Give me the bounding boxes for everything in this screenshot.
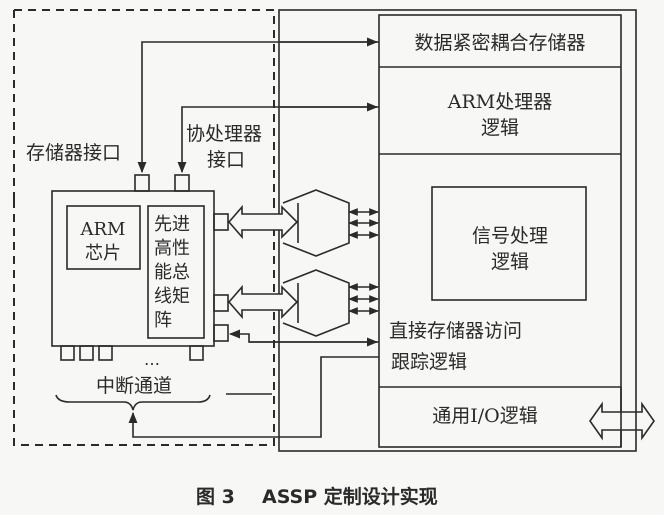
gpio-label: 通用I/O逻辑 bbox=[432, 405, 537, 427]
ahb-matrix-line-2: 高性 bbox=[154, 238, 190, 259]
bus-port-1 bbox=[213, 213, 229, 231]
arm-core-box bbox=[66, 205, 141, 270]
coprocessor-interface-label-2: 接口 bbox=[207, 149, 245, 171]
signal-processing-box bbox=[431, 186, 587, 301]
tcm-label: 数据紧密耦合存储器 bbox=[414, 32, 585, 54]
bus-double-arrow-1 bbox=[227, 204, 299, 240]
arm-chip-block bbox=[51, 190, 215, 347]
interrupt-feed-line bbox=[128, 356, 379, 438]
arm-logic-label-1: ARM处理器 bbox=[447, 91, 552, 113]
signal-processing-label-2: 逻辑 bbox=[491, 251, 529, 273]
interrupt-port-2 bbox=[79, 345, 94, 361]
ahb-matrix-box bbox=[147, 205, 205, 339]
coprocessor-interface-label-1: 协处理器 bbox=[186, 123, 262, 145]
arm-logic-label-2: 逻辑 bbox=[481, 117, 519, 139]
interrupt-ellipsis: … bbox=[144, 350, 160, 369]
figure-title: ASSP 定制设计实现 bbox=[262, 485, 438, 508]
interrupt-port-3 bbox=[98, 345, 113, 361]
trace-label: 跟踪逻辑 bbox=[391, 351, 467, 373]
bus-port-2 bbox=[213, 294, 229, 312]
bus-hub-2 bbox=[282, 269, 350, 337]
bus-double-arrow-2 bbox=[227, 284, 299, 320]
ahb-matrix-line-5: 阵 bbox=[154, 310, 172, 331]
interrupt-port-n bbox=[189, 345, 204, 361]
signal-processing-label-1: 信号处理 bbox=[472, 225, 548, 247]
arm-core-label-1: ARM bbox=[80, 219, 126, 240]
dashed-chip-region bbox=[14, 10, 274, 200]
memory-interface-label: 存储器接口 bbox=[26, 142, 121, 164]
gpio-double-arrow bbox=[589, 401, 655, 441]
interrupt-port-1 bbox=[60, 345, 75, 361]
dma-trace-line bbox=[228, 329, 379, 343]
interrupt-brace bbox=[55, 394, 211, 411]
dashed-boundary bbox=[13, 9, 275, 446]
arm-core-label-2: 芯片 bbox=[85, 243, 121, 264]
ahb-matrix-line-4: 线矩 bbox=[154, 286, 190, 307]
dma-label: 直接存储器访问 bbox=[389, 320, 522, 342]
coprocessor-port bbox=[174, 174, 190, 192]
ahb-matrix-line-1: 先进 bbox=[154, 214, 190, 235]
logic-column bbox=[378, 14, 622, 448]
trace-port bbox=[213, 324, 229, 342]
assp-outer-frame bbox=[278, 9, 637, 452]
figure-number: 图 3 bbox=[196, 486, 235, 508]
ahb-matrix-line-3: 能总 bbox=[154, 262, 190, 283]
interrupt-channel-label: 中断通道 bbox=[96, 375, 172, 397]
memory-port bbox=[134, 174, 150, 192]
